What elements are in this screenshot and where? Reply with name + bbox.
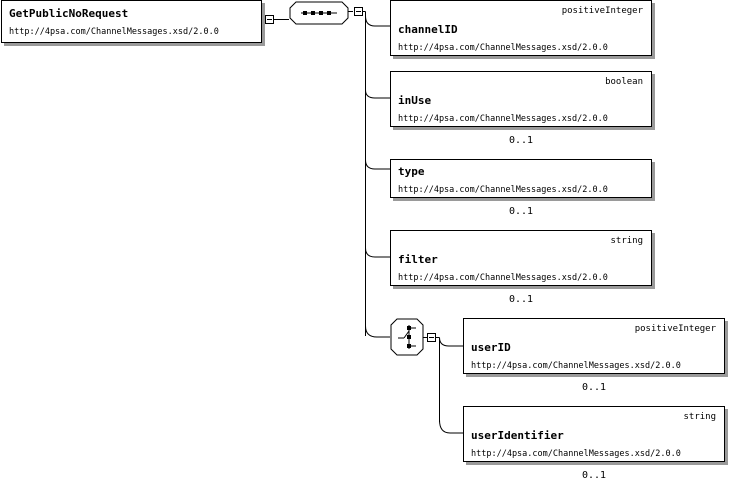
element-namespace: http://4psa.com/ChannelMessages.xsd/2.0.… [398,43,608,53]
root-element-name: GetPublicNoRequest [9,7,129,20]
occurrence-label: 0..1 [582,470,607,481]
element-name: filter [398,253,438,266]
sequence-compositor-icon[interactable] [289,1,349,25]
element-namespace: http://4psa.com/ChannelMessages.xsd/2.0.… [398,114,608,124]
element-namespace: http://4psa.com/ChannelMessages.xsd/2.0.… [398,273,608,283]
element-box-filter[interactable]: string filter http://4psa.com/ChannelMes… [390,230,652,286]
element-type: string [610,236,643,246]
element-box-type[interactable]: type http://4psa.com/ChannelMessages.xsd… [390,159,652,198]
sequence-collapse-toggle[interactable] [354,7,363,16]
occurrence-label: 0..1 [509,206,534,217]
occurrence-label: 0..1 [582,382,607,393]
root-collapse-toggle[interactable] [265,15,274,24]
element-name: type [398,165,425,178]
element-namespace: http://4psa.com/ChannelMessages.xsd/2.0.… [471,361,681,371]
element-name: channelID [398,23,458,36]
element-name: userIdentifier [471,429,564,442]
choice-collapse-toggle[interactable] [427,333,436,342]
element-name: inUse [398,94,432,107]
element-box-userID[interactable]: positiveInteger userID http://4psa.com/C… [463,318,725,374]
element-namespace: http://4psa.com/ChannelMessages.xsd/2.0.… [398,185,608,195]
element-box-channelID[interactable]: positiveInteger channelID http://4psa.co… [390,0,652,56]
element-namespace: http://4psa.com/ChannelMessages.xsd/2.0.… [471,449,681,459]
root-element-namespace: http://4psa.com/ChannelMessages.xsd/2.0.… [9,27,219,37]
choice-compositor-icon[interactable] [390,318,424,356]
element-name: userID [471,341,511,354]
element-box-inUse[interactable]: boolean inUse http://4psa.com/ChannelMes… [390,71,652,127]
root-element-box[interactable]: GetPublicNoRequest http://4psa.com/Chann… [1,0,262,43]
occurrence-label: 0..1 [509,294,534,305]
element-type: string [683,412,716,422]
occurrence-label: 0..1 [509,135,534,146]
element-type: boolean [605,77,643,87]
element-type: positiveInteger [634,324,716,334]
element-type: positiveInteger [561,6,643,16]
element-box-userIdentifier[interactable]: string userIdentifier http://4psa.com/Ch… [463,406,725,462]
